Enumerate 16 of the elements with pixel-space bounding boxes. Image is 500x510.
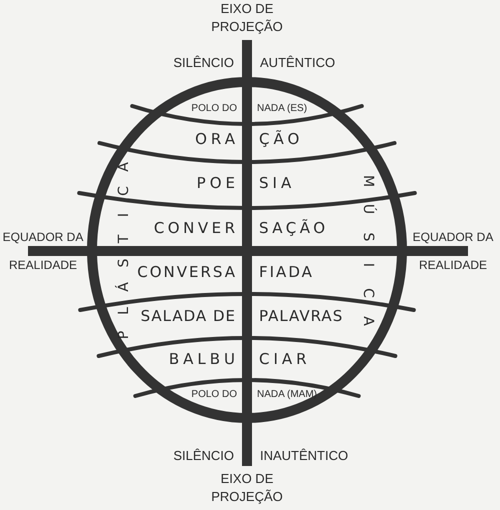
pole-caption: SILÊNCIO INAUTÊNTICO — [173, 446, 348, 464]
vertical-label: PLÁSTICA — [116, 161, 132, 342]
zone-label: ORA ÇÃO — [195, 130, 304, 148]
vertical-label: MÚSICA — [360, 174, 376, 328]
equator-label: EQUADOR DA REALIDADE — [2, 229, 84, 274]
pole-label: POLO DO NADA (ES) — [191, 102, 308, 114]
zone-label: CONVER SAÇÃO — [154, 219, 329, 237]
axis-label: EIXO DE PROJEÇÃO — [210, 470, 284, 506]
pole-label: POLO DO NADA (MAM) — [191, 388, 318, 400]
axis-label: EIXO DE PROJEÇÃO — [210, 0, 284, 36]
equator-label: EQUADOR DA REALIDADE — [412, 229, 494, 274]
zone-label: SALADA DE PALAVRAS — [140, 307, 344, 325]
zone-label: CONVERSA FIADA — [137, 263, 314, 281]
zone-label: POE SIA — [196, 174, 296, 192]
zone-label: BALBU CIAR — [168, 350, 311, 368]
pole-caption: SILÊNCIO AUTÊNTICO — [173, 54, 336, 72]
